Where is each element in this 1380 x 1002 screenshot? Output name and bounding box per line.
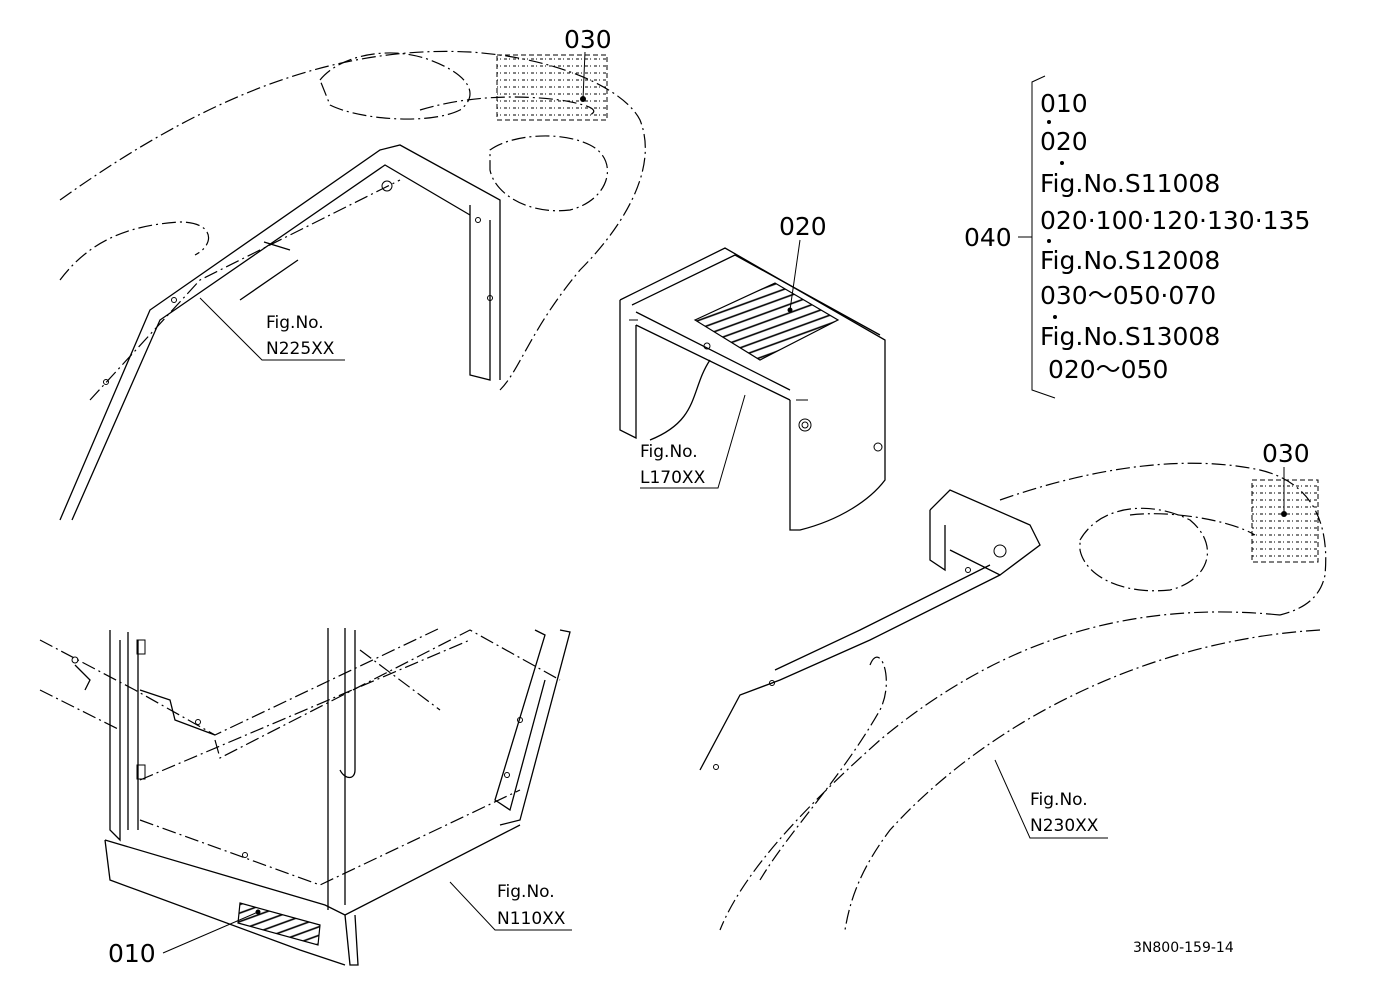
callout-040: 040 xyxy=(964,223,1012,252)
fig-ref-n110-line2: N110XX xyxy=(497,909,566,929)
legend-line-8: 020～050 xyxy=(1040,355,1168,384)
fig-ref-n225-line1: Fig.No. xyxy=(266,313,324,333)
callout-030-top: 030 xyxy=(564,25,612,54)
legend-line-1: 010 xyxy=(1040,89,1088,118)
callout-020: 020 xyxy=(779,212,827,241)
fender-left-drawing xyxy=(59,50,646,521)
callout-030-right: 030 xyxy=(1262,439,1310,468)
fig-ref-n110-line1: Fig.No. xyxy=(497,882,555,902)
legend-line-7: Fig.No.S13008 xyxy=(1040,322,1220,351)
fig-ref-n230-line2: N230XX xyxy=(1030,816,1099,836)
cab-frame-drawing xyxy=(39,627,572,966)
legend-040-group xyxy=(1018,75,1064,399)
legend-line-4: 020·100·120·130·135 xyxy=(1040,206,1310,235)
legend-line-5: Fig.No.S12008 xyxy=(1040,246,1220,275)
legend-line-2: 020 xyxy=(1040,127,1088,156)
fender-right-drawing xyxy=(699,462,1327,931)
fig-ref-l170-line2: L170XX xyxy=(640,468,706,488)
legend-line-6: 030～050·070 xyxy=(1040,281,1216,310)
callout-010: 010 xyxy=(108,939,156,968)
fig-ref-n225-line2: N225XX xyxy=(266,339,335,359)
fig-ref-l170-line1: Fig.No. xyxy=(640,442,698,462)
legend-line-3: Fig.No.S11008 xyxy=(1040,169,1220,198)
drawing-code: 3N800-159-14 xyxy=(1133,940,1234,956)
bracket-center-drawing xyxy=(619,247,886,531)
fig-ref-n230-line1: Fig.No. xyxy=(1030,790,1088,810)
